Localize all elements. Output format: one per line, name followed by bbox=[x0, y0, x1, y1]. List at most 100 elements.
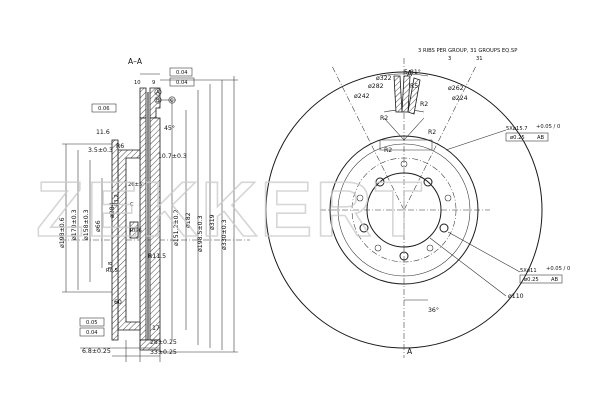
dim-d284: ø284 bbox=[109, 202, 116, 218]
svg-text:ZEKKERT: ZEKKERT bbox=[36, 165, 425, 253]
aux-hole-5 bbox=[356, 194, 364, 202]
rib-3 bbox=[407, 77, 421, 115]
svg-text:AB: AB bbox=[551, 277, 559, 283]
dim-r2a: R2 bbox=[420, 101, 428, 108]
dim-d66: ø66 bbox=[95, 220, 102, 232]
dim-w68: 6.8±0.25 bbox=[82, 348, 111, 355]
bolt-hole-3 bbox=[439, 223, 449, 233]
svg-text:5Xø11: 5Xø11 bbox=[520, 268, 537, 274]
radial-line-2 bbox=[403, 65, 477, 211]
bolt-hole-2 bbox=[423, 177, 433, 187]
dim-rib-angle: 5.81° bbox=[404, 68, 421, 76]
dim-d242: ø242 bbox=[354, 93, 370, 100]
dim-r6: R6 bbox=[116, 143, 124, 150]
bolt-circle bbox=[351, 157, 457, 263]
dim-d158: ø158±0.3 bbox=[83, 209, 90, 240]
dim-sixty: 60 bbox=[114, 299, 122, 306]
dim-r5: R5 bbox=[410, 83, 418, 90]
svg-text:0.04: 0.04 bbox=[176, 80, 188, 86]
rib-1 bbox=[393, 75, 403, 113]
hub-inner-ring bbox=[337, 143, 471, 277]
svg-text:0.04: 0.04 bbox=[86, 330, 98, 336]
bolt-hole-1 bbox=[375, 177, 385, 187]
aux-hole-1 bbox=[400, 160, 408, 168]
dim-d198: ø198±0.6 bbox=[59, 217, 66, 248]
hub-flange bbox=[111, 139, 119, 341]
left-diameter-dims: ø198±0.6 ø170±0.3 ø158±0.3 ø66 ø284 bbox=[59, 143, 116, 293]
svg-text:ø0.25: ø0.25 bbox=[524, 277, 539, 283]
dim-hub-thk: 10.7±0.3 bbox=[158, 153, 187, 160]
svg-text:0.06: 0.06 bbox=[98, 106, 110, 112]
angle-callout: 36° bbox=[404, 299, 439, 314]
svg-text:+0.05 / 0: +0.05 / 0 bbox=[536, 124, 560, 130]
dim-d322: ø322 bbox=[376, 75, 392, 82]
ribs-count: 31 bbox=[476, 56, 483, 62]
dim-w33: 33±0.25 bbox=[150, 349, 177, 356]
hub-hat bbox=[117, 149, 141, 331]
bolt-hole-5 bbox=[359, 223, 369, 233]
center-bore-callout: ø110 bbox=[429, 237, 524, 300]
dim-hub-gap: 9 bbox=[152, 80, 155, 86]
section-label: A–A bbox=[128, 57, 143, 66]
hole-callout-2: 5Xø11 +0.05 / 0 ø0.25 AB bbox=[447, 231, 570, 284]
dim-d282: ø282 bbox=[368, 83, 384, 90]
dim-d319: ø319 bbox=[209, 214, 216, 230]
tol-box-bottom-2: 0.04 bbox=[79, 327, 105, 337]
dim-r115: R11.5 bbox=[148, 253, 166, 260]
aux-hole-4 bbox=[374, 244, 382, 252]
hub-outer-ring bbox=[329, 135, 479, 285]
dim-d170: ø170±0.3 bbox=[71, 209, 78, 240]
dim-hub-offset: 11.6 bbox=[96, 129, 110, 136]
dim-thickness-top: 10 bbox=[134, 80, 141, 86]
svg-text:+0.05 / 0: +0.05 / 0 bbox=[546, 266, 570, 272]
svg-text:5Xø15.7: 5Xø15.7 bbox=[506, 126, 528, 132]
svg-text:ø0.25: ø0.25 bbox=[510, 135, 525, 141]
center-bore bbox=[366, 172, 442, 248]
dim-d151: ø151.2±0.2 bbox=[173, 209, 180, 246]
svg-text:ø110: ø110 bbox=[508, 293, 524, 300]
svg-text:36°: 36° bbox=[428, 306, 439, 314]
dim-d182: ø182 bbox=[185, 212, 192, 228]
ribs-angle: 3 bbox=[448, 56, 451, 62]
section-mark-bottom: A bbox=[407, 347, 413, 356]
dim-hub-w: 3.8 bbox=[108, 262, 114, 270]
aux-hole-3 bbox=[426, 244, 434, 252]
pilot-bore-lower bbox=[129, 227, 139, 239]
dim-d330: ø330±0.3 bbox=[221, 219, 228, 250]
rib-section-box bbox=[379, 139, 433, 151]
dim-pilot-len: 3.5±0.3 bbox=[88, 147, 113, 154]
svg-text:0.04: 0.04 bbox=[176, 70, 188, 76]
callout-a: A bbox=[154, 88, 162, 96]
top-friction-plate-inner bbox=[139, 87, 147, 119]
ribs-note: 3 RIBS PER GROUP, 31 GROUPS EQ.SP bbox=[418, 48, 517, 54]
right-diameter-dims: ø151.2±0.2 ø182 ø198.5±0.3 ø319 ø330±0.3 bbox=[160, 76, 238, 353]
dim-r12: R1.2 bbox=[114, 194, 120, 206]
dim-sec-c: C bbox=[130, 202, 134, 208]
radial-line-1 bbox=[331, 65, 405, 211]
callout-c: C bbox=[168, 96, 176, 104]
front-view: A A 3 R bbox=[265, 48, 570, 358]
dim-seventeen: 17 bbox=[152, 325, 160, 332]
svg-text:0.05: 0.05 bbox=[86, 320, 98, 326]
dim-d224: ø224 bbox=[452, 95, 468, 102]
dim-chamfer: 45° bbox=[164, 124, 175, 132]
dim-r2d: R2 bbox=[384, 147, 392, 154]
tol-box-left-1: 0.06 bbox=[91, 103, 117, 113]
brand-watermark: ZEKKERT bbox=[35, 164, 425, 254]
dim-d198b: ø198.5±0.3 bbox=[197, 215, 204, 252]
svg-text:B: B bbox=[156, 98, 160, 104]
svg-text:AB: AB bbox=[537, 135, 545, 141]
dim-ang26: 26±5' bbox=[128, 182, 144, 188]
hole-callout-1: 5Xø15.7 +0.05 / 0 ø0.25 AB bbox=[445, 124, 560, 151]
tol-box-top-1: 0.04 bbox=[169, 67, 193, 77]
dim-w28: 28±0.25 bbox=[150, 339, 177, 346]
section-view: A–A ø151.2±0.2 ø182 bbox=[59, 57, 250, 362]
disc-outer-edge bbox=[265, 71, 543, 349]
rib-arc-outer bbox=[379, 73, 429, 77]
callout-b: B bbox=[154, 96, 162, 104]
dim-r05: R0.5 bbox=[106, 268, 118, 274]
svg-text:A: A bbox=[156, 90, 160, 96]
section-mark-top: A bbox=[407, 69, 413, 78]
tol-box-top-2: 0.04 bbox=[169, 77, 195, 87]
